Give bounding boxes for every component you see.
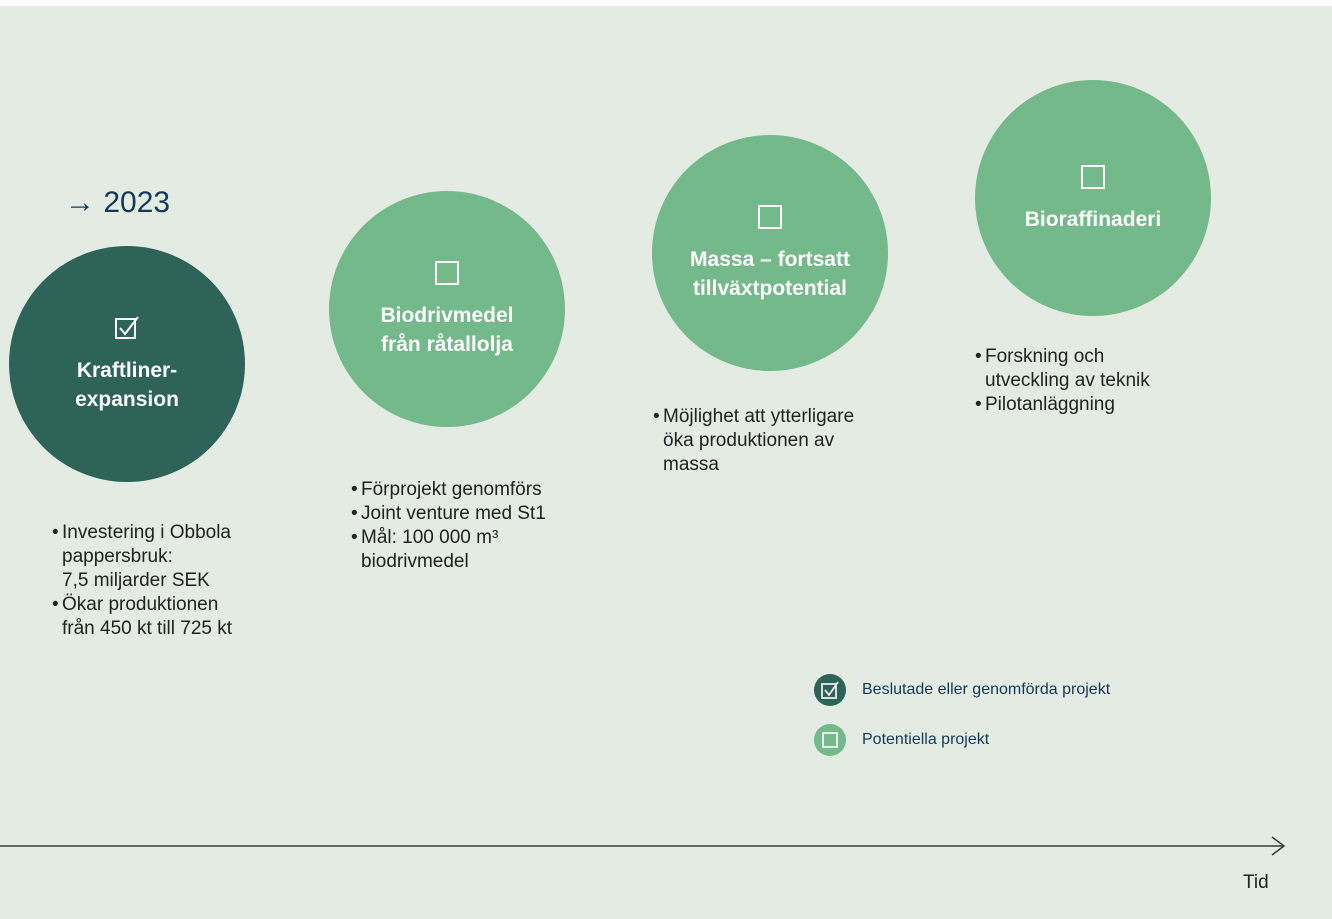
- legend-label: Potentiella projekt: [862, 731, 990, 748]
- empty-box-icon: [756, 203, 784, 231]
- project-title: Bioraffinaderi: [1024, 207, 1162, 231]
- legend-item-decided: Beslutade eller genomförda projekt: [814, 674, 1110, 706]
- legend-label: Beslutade eller genomförda projekt: [862, 681, 1111, 698]
- empty-box-icon: [1079, 163, 1107, 191]
- checked-box-icon: [113, 314, 141, 342]
- bullet-item: Förprojekt genomförs: [351, 478, 611, 502]
- bullet-item: Joint venture med St1: [351, 502, 611, 526]
- bullet-item: Investering i Obbola pappersbruk: 7,5 mi…: [52, 521, 292, 593]
- arrow-right-icon: [1271, 836, 1286, 856]
- project-bullets-biodrivmedel: Förprojekt genomförs Joint venture med S…: [351, 478, 611, 574]
- project-bullets-kraftliner: Investering i Obbola pappersbruk: 7,5 mi…: [52, 521, 292, 641]
- project-title: Massa – fortsatt tillväxtpotential: [690, 248, 850, 300]
- bullet-item: Mål: 100 000 m³ biodrivmedel: [351, 526, 611, 574]
- project-bullets-massa: Möjlighet att ytterligare öka produktion…: [653, 405, 933, 477]
- empty-box-icon: [433, 259, 461, 287]
- bullet-item: Ökar produktionen från 450 kt till 725 k…: [52, 593, 292, 641]
- project-circle-biodrivmedel: Biodrivmedel från råtallolja: [329, 191, 565, 427]
- project-circle-kraftliner: Kraftliner- expansion: [9, 246, 245, 482]
- bullet-item: Möjlighet att ytterligare öka produktion…: [653, 405, 933, 477]
- project-title: Biodrivmedel från råtallolja: [380, 304, 514, 356]
- top-border: [0, 0, 1332, 6]
- project-title: Kraftliner- expansion: [75, 359, 179, 411]
- bullet-item: Pilotanläggning: [975, 393, 1235, 417]
- legend-item-potential: Potentiella projekt: [814, 724, 1110, 756]
- bullet-item: Forskning och utveckling av teknik: [975, 345, 1235, 393]
- project-circle-bioraffinaderi: Bioraffinaderi: [975, 80, 1211, 316]
- axis-label: Tid: [1243, 872, 1269, 893]
- checked-box-icon: [814, 674, 846, 706]
- empty-box-icon: [814, 724, 846, 756]
- year-marker: → 2023: [65, 186, 171, 219]
- legend: Beslutade eller genomförda projekt Poten…: [814, 674, 1110, 774]
- project-circle-massa: Massa – fortsatt tillväxtpotential: [652, 135, 888, 371]
- project-bullets-bioraffinaderi: Forskning och utveckling av teknik Pilot…: [975, 345, 1235, 417]
- time-axis: [0, 836, 1286, 856]
